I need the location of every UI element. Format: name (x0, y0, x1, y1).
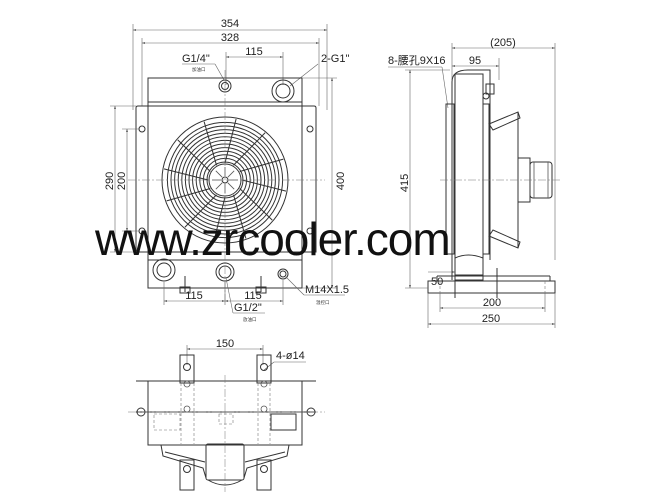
grille-spoke (203, 121, 217, 166)
label-4-holes: 4-ø14 (276, 350, 305, 362)
label-g14: G1/4" (182, 53, 210, 65)
grille-spoke (241, 179, 287, 192)
dim-200-left: 200 (116, 172, 128, 190)
label-slots: 8-腰孔9X16 (388, 54, 445, 67)
dim-415: 415 (399, 174, 411, 192)
hub-rib (215, 170, 223, 178)
grille-spoke (233, 132, 266, 166)
dim-400: 400 (335, 172, 347, 190)
dim-354: 354 (221, 18, 239, 30)
grille-spoke (177, 139, 211, 172)
grille-spoke (239, 158, 284, 172)
grille-spoke (163, 168, 209, 181)
label-g14-note: 加油口 (192, 66, 206, 73)
dim-200-base: 200 (483, 297, 501, 309)
dim-250: 250 (482, 313, 500, 325)
hub-rib (227, 170, 235, 178)
hub-rib (215, 182, 223, 190)
grille-spoke (213, 196, 226, 242)
dim-328: 328 (221, 32, 239, 44)
dim-115-bottom-right: 115 (244, 290, 262, 302)
dim-115-top: 115 (245, 46, 263, 58)
hub-rib (227, 182, 235, 190)
watermark: www.zrcooler.com (94, 213, 450, 265)
grille-spoke (233, 194, 247, 239)
side-view: (205) 95 8-腰孔9X16 415 50 200 250 (388, 37, 560, 328)
front-view: 354 328 115 G1/4" 加油口 2-G1" 290 200 (104, 18, 349, 323)
grille-spoke (166, 188, 211, 202)
grille-spoke (224, 118, 237, 164)
grille-spoke (239, 188, 273, 221)
label-2g1: 2-G1" (321, 53, 349, 65)
label-g12-note: 放油口 (243, 316, 257, 323)
bottom-view: 150 4-ø14 (128, 338, 325, 492)
dim-150: 150 (216, 338, 234, 350)
label-m14-note: 温控口 (316, 299, 330, 306)
label-g12: G1/2" (234, 302, 262, 314)
dim-290: 290 (104, 172, 116, 190)
dim-115-bottom-left: 115 (185, 290, 203, 302)
label-m14: M14X1.5 (305, 284, 349, 296)
grille-spoke (184, 194, 217, 228)
dim-205: (205) (490, 37, 516, 49)
dim-95: 95 (469, 55, 481, 67)
dim-50: 50 (431, 276, 443, 288)
